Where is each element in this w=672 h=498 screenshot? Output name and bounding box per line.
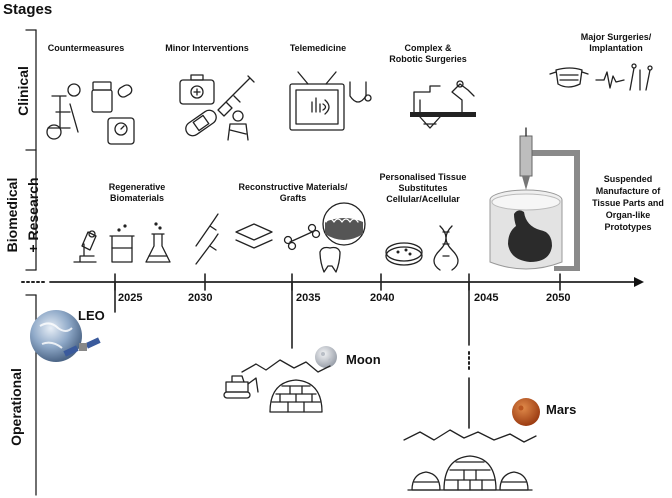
caption-personalised-tissue-substitutes: Personalised Tissue Substitutes Cellular… [379, 172, 467, 204]
lunar-terrain-icon [241, 359, 331, 373]
stethoscope-icon [349, 81, 372, 103]
mars-icon [512, 398, 540, 426]
moon-icon [315, 346, 337, 368]
caption-suspended-manufacture: Suspended Manufacture of Tissue Parts an… [592, 174, 664, 232]
petri-dish-icon [385, 242, 423, 266]
satellite-icon [63, 337, 101, 357]
year-2040: 2040 [370, 292, 395, 304]
heartbeat-trace-icon [595, 71, 625, 89]
destination-moon-label: Moon [346, 352, 381, 367]
nozzle-icon [519, 127, 533, 190]
syringe-icon [217, 75, 255, 117]
destination-leo-label: LEO [78, 308, 105, 323]
year-2035: 2035 [296, 292, 321, 304]
bone-icon [283, 223, 321, 251]
destination-mars-label: Mars [546, 402, 577, 417]
martian-terrain-icon [403, 429, 537, 443]
beaker-icon [109, 224, 135, 263]
year-2045: 2045 [474, 292, 499, 304]
caption-major-surgeries: Major Surgeries/ Implantation [580, 32, 652, 53]
flask-icon [145, 222, 171, 263]
arm-sling-icon [227, 110, 249, 141]
year-2025: 2025 [118, 292, 143, 304]
microscope-icon [73, 230, 97, 263]
surgical-instruments-icon [629, 63, 653, 91]
year-2050: 2050 [546, 292, 571, 304]
tooth-icon [319, 246, 341, 273]
scale-icon [107, 117, 135, 145]
caption-complex-robotic-surgeries: Complex & Robotic Surgeries [389, 43, 467, 64]
caption-reconstructive-materials: Reconstructive Materials/ Grafts [238, 182, 348, 203]
surgical-robot-icon [410, 80, 476, 129]
caption-regenerative-biomaterials: Regenerative Biomaterials [108, 182, 166, 203]
dna-icon [433, 225, 459, 271]
timeline-arrowhead [634, 277, 644, 287]
first-aid-kit-icon [179, 74, 215, 105]
skin-graft-icon [322, 202, 366, 246]
figure-title: Stages [3, 1, 53, 18]
stomach-organ-icon [508, 210, 552, 262]
surgical-mask-icon [549, 67, 589, 88]
bandage-icon [185, 109, 217, 137]
year-2030: 2030 [188, 292, 213, 304]
lunar-igloo-habitat-icon [269, 379, 323, 413]
bioprinter-frame-icon [520, 150, 580, 271]
caption-telemedicine: Telemedicine [289, 43, 347, 53]
syringes-icon [195, 213, 219, 265]
exercise-machine-icon [46, 83, 81, 140]
pill-bottle-icon [91, 81, 133, 113]
caption-countermeasures: Countermeasures [47, 43, 125, 53]
caption-minor-interventions: Minor Interventions [165, 43, 249, 53]
tissue-layers-icon [235, 223, 273, 249]
tv-monitor-icon [289, 71, 345, 131]
bulldozer-icon [223, 375, 259, 399]
mars-igloo-habitats-icon [407, 455, 533, 491]
operating-table [410, 112, 476, 117]
